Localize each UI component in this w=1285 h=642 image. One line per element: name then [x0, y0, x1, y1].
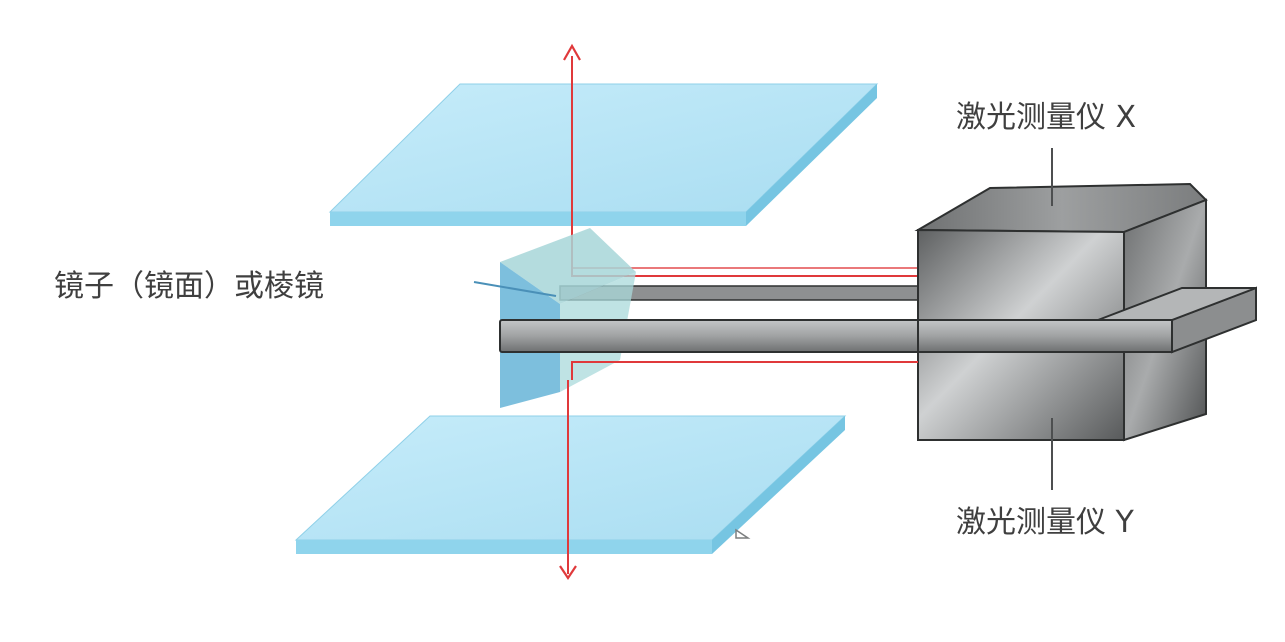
laser-gauge-box [914, 182, 1257, 442]
mirror-prism [473, 228, 636, 408]
bottom-glass-plate [294, 415, 847, 554]
laser-x-label: 激光测量仪 X [956, 100, 1136, 135]
arrow-up-icon [563, 43, 581, 61]
laser-beam-up [563, 43, 581, 268]
mirror-leader-line [473, 281, 557, 297]
arrow-down-icon [559, 565, 577, 580]
laser-y-label: 激光测量仪 Y [956, 505, 1135, 540]
laser-beam-down [559, 380, 577, 580]
mirror-label: 镜子（镜面）或棱镜 [54, 269, 324, 304]
top-glass-plate [328, 83, 879, 226]
laser-beam-lower [571, 361, 918, 380]
